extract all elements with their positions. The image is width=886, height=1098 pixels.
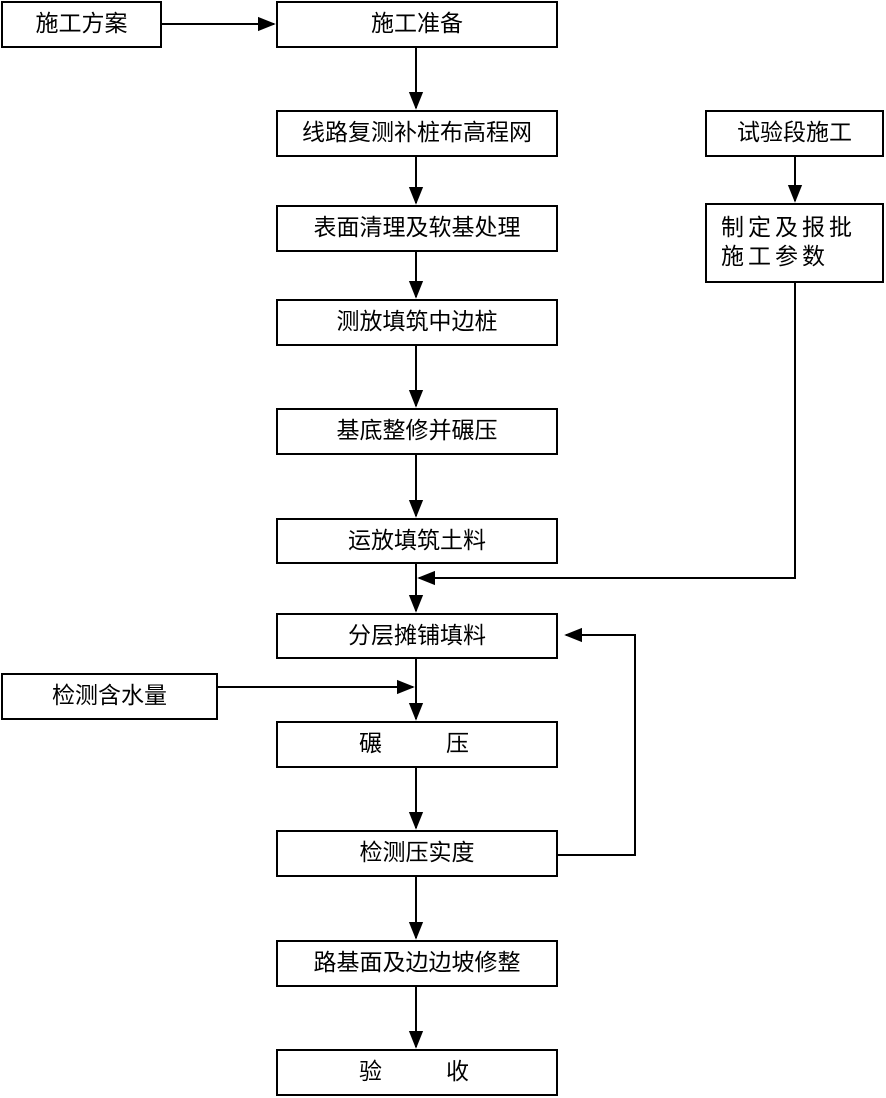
node-survey: 线路复测补桩布高程网 (276, 110, 558, 157)
node-stake: 测放填筑中边桩 (276, 299, 558, 346)
node-accept: 验 收 (276, 1049, 558, 1096)
node-accept-label: 验 收 (359, 1059, 475, 1086)
node-spread: 分层摊铺填料 (276, 613, 558, 659)
arrow-params-to-main (417, 282, 796, 586)
node-plan: 施工方案 (1, 1, 162, 48)
node-density-label: 检测压实度 (359, 840, 475, 867)
arrow-density-loop-to-spread (558, 627, 636, 856)
node-haul-label: 运放填筑土料 (348, 527, 486, 554)
node-roll: 碾 压 (276, 721, 558, 768)
node-plan-label: 施工方案 (35, 11, 128, 38)
node-trim-label: 路基面及边边坡修整 (313, 950, 521, 977)
node-density: 检测压实度 (276, 830, 558, 877)
node-clear: 表面清理及软基处理 (276, 205, 558, 252)
node-stake-label: 测放填筑中边桩 (336, 309, 498, 336)
node-moisture: 检测含水量 (1, 673, 218, 720)
node-spread-label: 分层摊铺填料 (348, 622, 486, 649)
node-roll-label: 碾 压 (359, 731, 475, 758)
node-base: 基底整修并碾压 (276, 408, 558, 455)
node-haul: 运放填筑土料 (276, 518, 558, 564)
node-trim: 路基面及边边坡修整 (276, 940, 558, 987)
node-survey-label: 线路复测补桩布高程网 (302, 120, 532, 147)
node-params-label: 制定及报批施工参数 (721, 215, 856, 270)
node-base-label: 基底整修并碾压 (336, 418, 498, 445)
node-prep-label: 施工准备 (371, 11, 463, 38)
node-moisture-label: 检测含水量 (52, 683, 167, 710)
node-params: 制定及报批施工参数 (705, 203, 884, 283)
node-prep: 施工准备 (276, 1, 558, 48)
node-trial-label: 试验段施工 (737, 120, 852, 147)
node-trial: 试验段施工 (705, 110, 884, 157)
node-clear-label: 表面清理及软基处理 (313, 215, 521, 242)
